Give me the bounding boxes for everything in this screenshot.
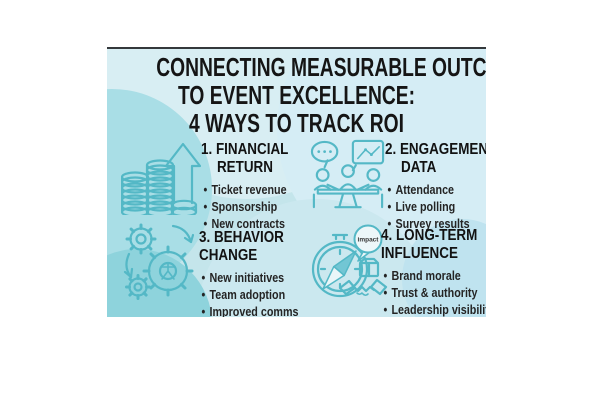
section-heading: 1. FINANCIAL RETURN — [201, 141, 289, 176]
coins-growth-arrow-icon — [121, 142, 201, 215]
meeting-discussion-icon — [310, 139, 385, 209]
bullet-item: Leadership visibility — [384, 301, 486, 317]
bullet-item: Sponsorship — [204, 198, 289, 215]
bullet-item: New initiatives — [202, 269, 299, 286]
section-bullets: New initiatives Team adoption Improved c… — [199, 269, 299, 317]
title-line-1: CONNECTING MEASURABLE OUTCOMES — [156, 52, 486, 82]
section-heading: 3. BEHAVIOR CHANGE — [199, 229, 284, 264]
section-financial-return: 1. FINANCIAL RETURN Ticket revenue Spons… — [201, 141, 288, 232]
title-line-3: 4 WAYS TO TRACK ROI — [189, 108, 404, 138]
bullet-item: Survey results — [388, 215, 486, 232]
page-title: CONNECTING MEASURABLE OUTCOMES TO EVENT … — [156, 52, 486, 138]
bullet-item: Attendance — [388, 181, 486, 198]
section-heading: 4. LONG-TERM INFLUENCE — [381, 227, 478, 262]
section-bullets: Ticket revenue Sponsorship New contracts — [201, 181, 288, 232]
bullet-item: Trust & authority — [384, 284, 486, 301]
section-heading: 2. ENGAGEMENT DATA — [385, 141, 486, 176]
bullet-item: Team adoption — [202, 286, 299, 303]
section-behavior-change: 3. BEHAVIOR CHANGE New initiatives Team … — [199, 229, 299, 317]
gears-change-icon — [123, 223, 195, 300]
infographic-card: CONNECTING MEASURABLE OUTCOMES TO EVENT … — [107, 47, 486, 317]
section-bullets: Attendance Live polling Survey results — [385, 181, 486, 232]
compass-impact-handshake-icon: impact — [311, 224, 388, 298]
impact-bubble-label: impact — [358, 237, 380, 244]
section-long-term-influence: 4. LONG-TERM INFLUENCE Brand morale Trus… — [381, 227, 486, 317]
section-engagement-data: 2. ENGAGEMENT DATA Attendance Live polli… — [385, 141, 486, 232]
section-bullets: Brand morale Trust & authority Leadershi… — [381, 267, 486, 317]
bullet-item: New contracts — [204, 215, 289, 232]
bullet-item: Live polling — [388, 198, 486, 215]
bullet-item: Brand morale — [384, 267, 486, 284]
title-line-2: TO EVENT EXCELLENCE: — [178, 80, 415, 110]
bullet-item: Improved comms — [202, 303, 298, 317]
bullet-item: Ticket revenue — [204, 181, 289, 198]
